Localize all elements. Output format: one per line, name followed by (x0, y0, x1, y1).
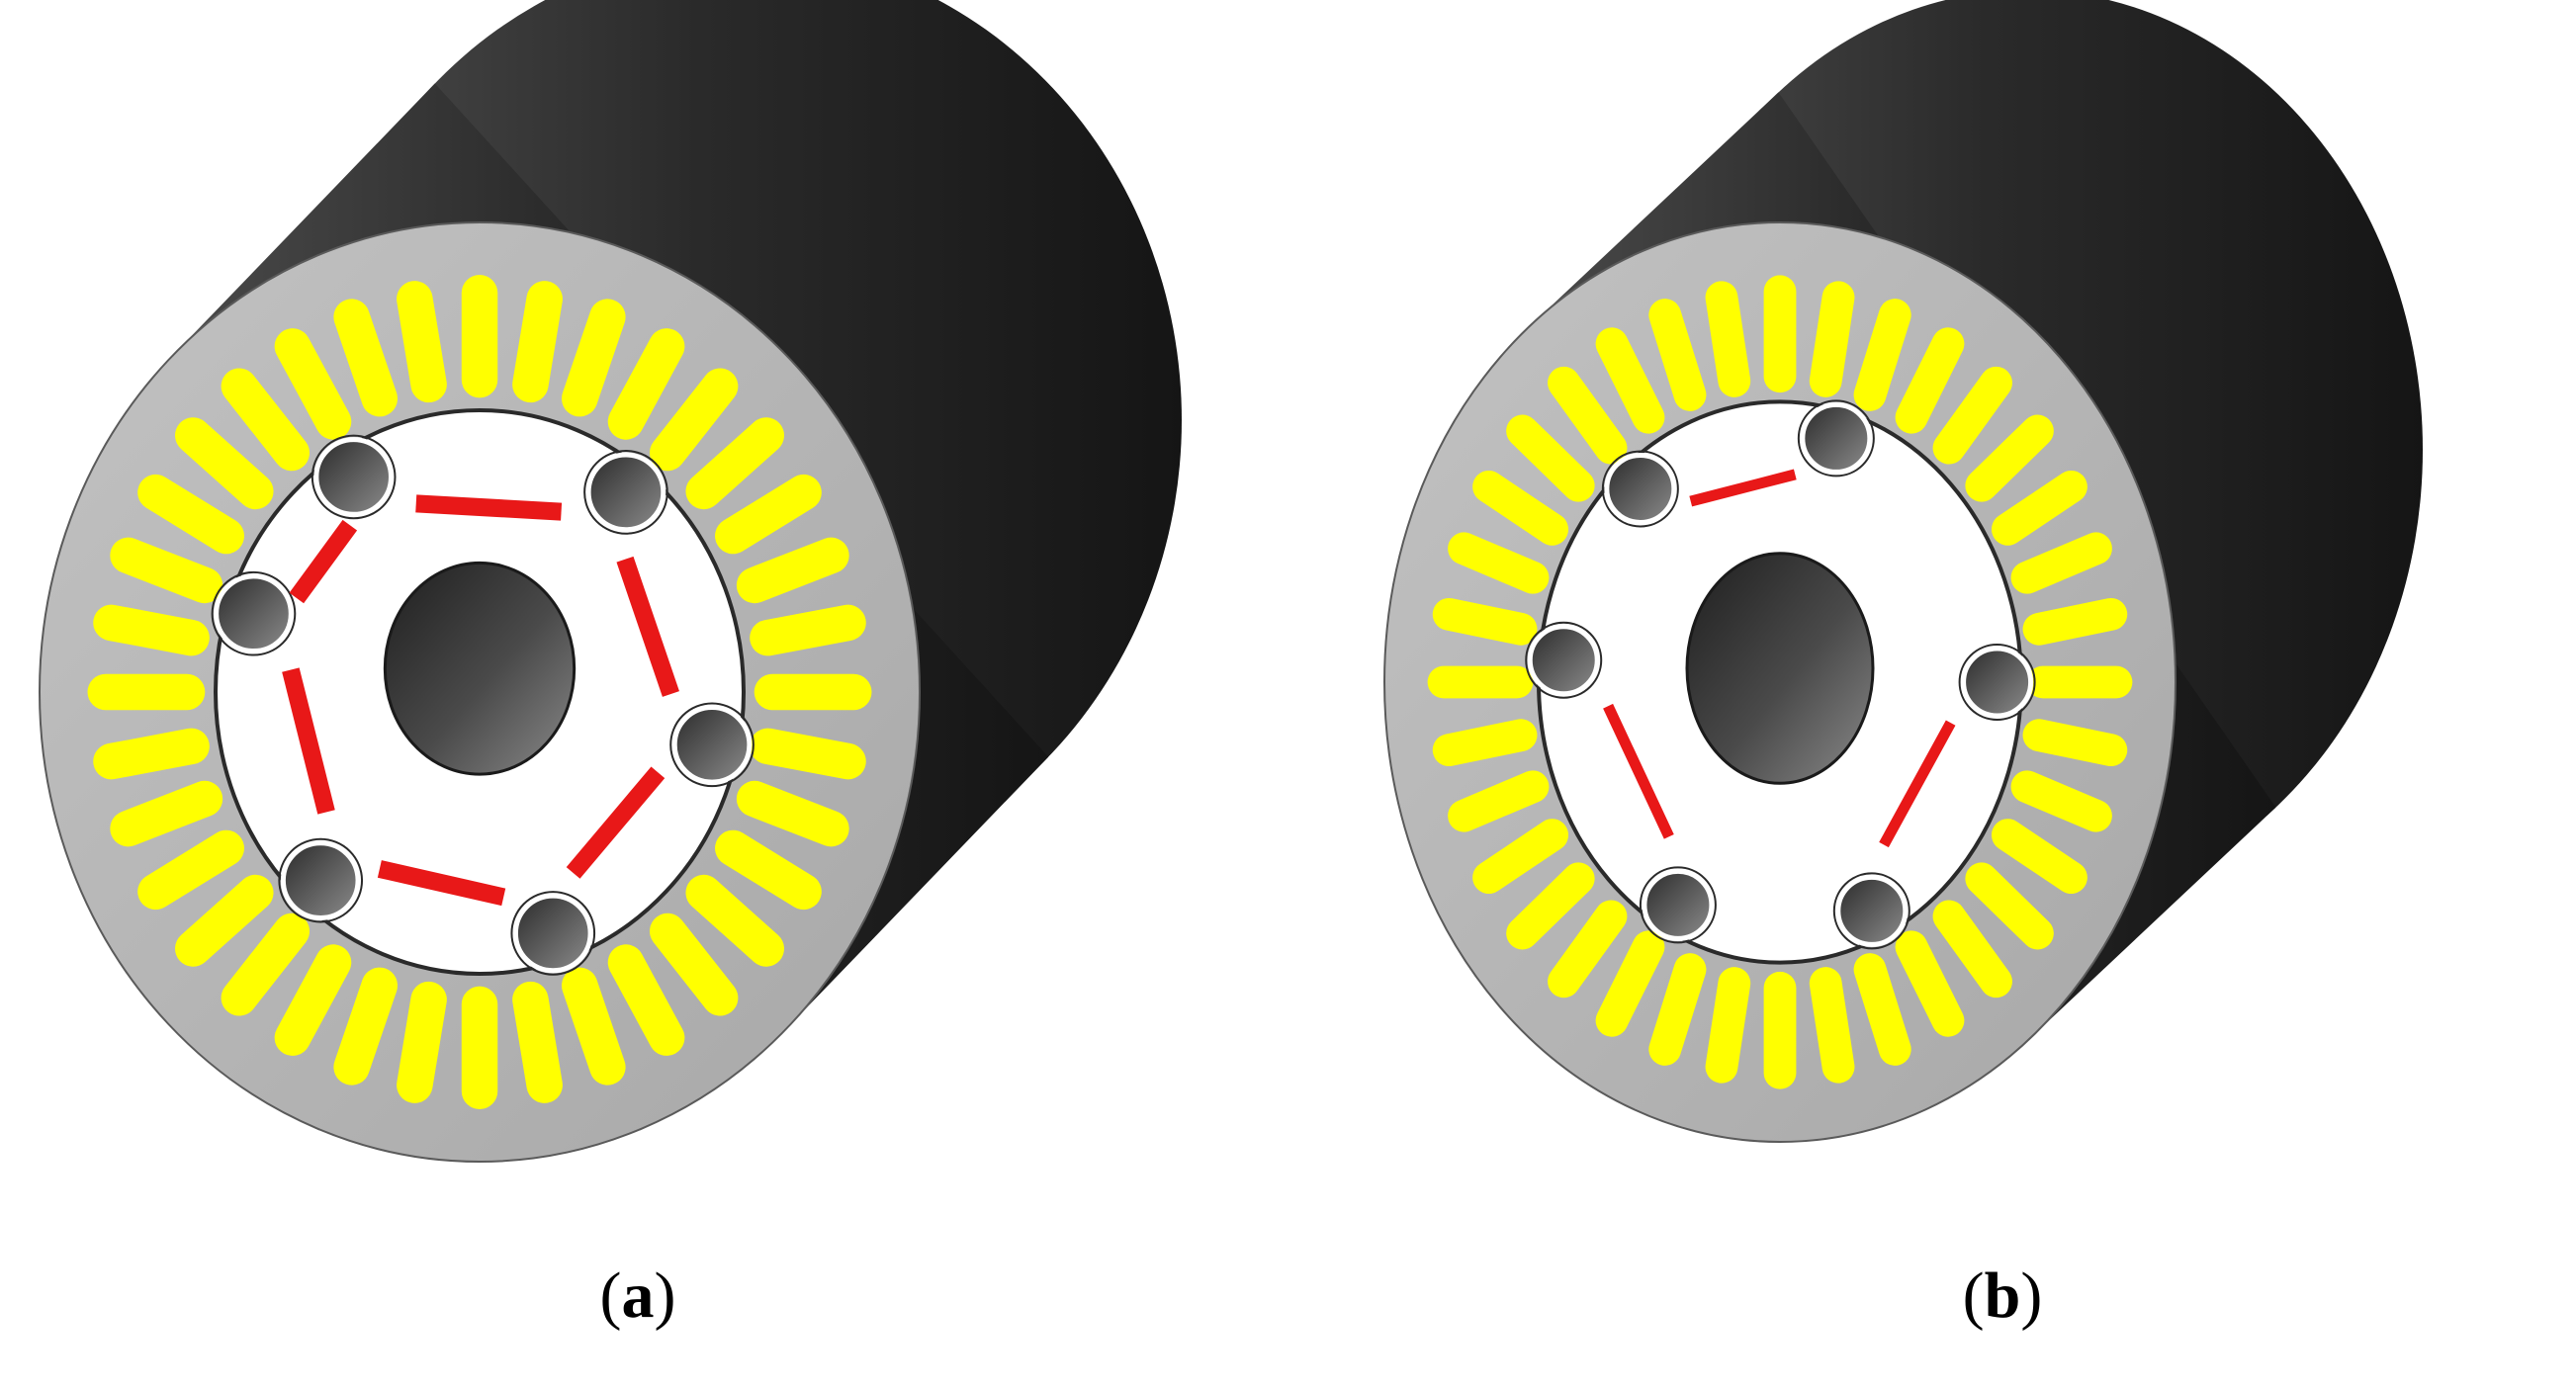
magnet (415, 494, 563, 521)
stator-slot (1895, 327, 1965, 434)
rotor-notch (1800, 401, 1873, 475)
stator-slot (1991, 470, 2087, 546)
magnet (1689, 469, 1797, 507)
stator-slot (137, 474, 244, 555)
magnet (377, 860, 506, 907)
rotor-notch (1604, 452, 1677, 525)
stator-slot (1648, 953, 1707, 1066)
stator-slot (1548, 366, 1628, 465)
rotor-notch (1835, 874, 1909, 947)
stator-slot (1809, 281, 1855, 397)
rotor-notch (313, 437, 394, 517)
magnet (282, 667, 335, 815)
stator-slot (512, 281, 563, 403)
stator-slot (649, 368, 739, 472)
rotor-notch (512, 893, 593, 974)
caption-a-close: ) (654, 1260, 676, 1332)
stator-slot (397, 281, 447, 403)
stator-slot (1853, 953, 1911, 1066)
magnet (1603, 703, 1674, 839)
stator-slot (93, 728, 210, 780)
stator-slot (1965, 862, 2054, 950)
caption-b: (b) (1854, 1263, 2151, 1329)
caption-b-open: ( (1962, 1260, 1985, 1332)
stator-slot (1432, 719, 1538, 767)
caption-a: (a) (489, 1263, 786, 1329)
stator-slot (1895, 930, 1965, 1037)
caption-b-close: ) (2020, 1260, 2043, 1332)
stator-slot (1932, 366, 2012, 465)
stator-slot (397, 981, 447, 1103)
stator-slot (1548, 900, 1628, 999)
stator-slot (736, 780, 849, 847)
stator-slot (137, 829, 244, 911)
stator-slot (333, 967, 399, 1086)
stator-slot (1932, 900, 2012, 999)
rotor-notch (1642, 868, 1715, 941)
stator-slot (1809, 967, 1855, 1084)
stator-slot (715, 829, 822, 911)
magnet (566, 766, 666, 879)
rotor-notch (1961, 646, 2034, 719)
stator-slot (1595, 930, 1665, 1037)
stator-slot (715, 474, 822, 555)
stator-slot (1648, 299, 1707, 411)
stator-slot (607, 944, 685, 1056)
magnet (616, 556, 679, 697)
stator-slot (1991, 819, 2087, 895)
magnet (289, 519, 358, 604)
stator-slot (649, 913, 739, 1016)
stator-slot (110, 537, 223, 604)
stator-slot (1448, 770, 1550, 832)
stator-slot (2022, 597, 2128, 646)
stator-slot (221, 368, 311, 472)
stator-slot (1432, 597, 1538, 646)
stator-slot (2010, 770, 2112, 832)
stator-slot (93, 604, 210, 656)
caption-b-letter: b (1984, 1260, 2021, 1332)
magnet (1879, 720, 1956, 848)
stator-slot (333, 299, 399, 417)
stator-slot (1506, 862, 1595, 950)
caption-a-open: ( (599, 1260, 622, 1332)
stator-slot (1448, 532, 1550, 594)
stator-slot (685, 874, 785, 967)
stator-slot (274, 328, 352, 440)
caption-a-letter: a (621, 1260, 655, 1332)
stator-slot (512, 981, 563, 1103)
stator-slot (1506, 414, 1595, 502)
rotor-notch (671, 705, 753, 785)
stator-slot (750, 604, 866, 656)
stator-slot (274, 944, 352, 1056)
rotor-notch (280, 840, 361, 920)
stator-slot (1595, 327, 1665, 434)
stator-slot (1965, 414, 2054, 502)
stator-slot (607, 328, 685, 440)
motor-panel-a (39, 0, 1182, 1163)
stator-slot (1705, 967, 1751, 1084)
stator-slot (2022, 719, 2128, 767)
stator-slot (1705, 281, 1751, 397)
stator-slot (174, 417, 274, 510)
stator-slot (750, 728, 866, 780)
stator-slot (174, 874, 274, 967)
shaft-bore-b (1685, 552, 1875, 785)
stator-slot (685, 417, 785, 510)
stator-slot (736, 537, 849, 604)
motor-panel-b (1383, 0, 2423, 1143)
stator-slot (2010, 532, 2112, 594)
stator-slot (1853, 299, 1911, 411)
stator-slot (561, 299, 626, 417)
stator-slot (1472, 819, 1569, 895)
stator-slot (110, 780, 223, 847)
shaft-bore-a (383, 561, 577, 776)
rotor-notch (585, 452, 666, 533)
rotor-notch (214, 573, 294, 654)
rotor-notch (1527, 624, 1600, 697)
stator-slot (561, 967, 626, 1086)
stator-slot (1472, 470, 1569, 546)
stator-slot (221, 913, 311, 1016)
